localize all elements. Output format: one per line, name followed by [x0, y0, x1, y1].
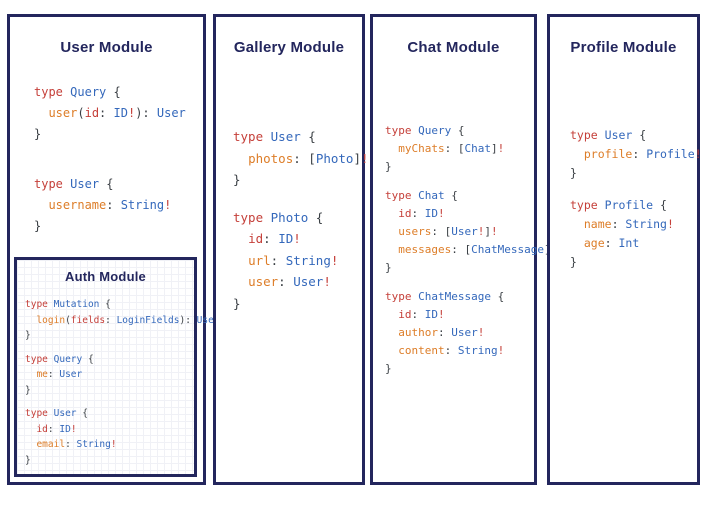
code-block: type Query { myChats: [Chat]! }: [385, 124, 505, 173]
user-module-code: type Query { user(id: ID!): User } type U…: [10, 82, 203, 237]
gallery-module-panel: Gallery Module type User { photos: [Phot…: [213, 14, 369, 485]
auth-module-title: Auth Module: [65, 269, 146, 284]
code-block: type Query { me: User }: [25, 353, 94, 396]
code-block: type Mutation { login(fields: LoginField…: [25, 299, 220, 341]
profile-module-title: Profile Module: [570, 39, 677, 56]
chat-module-panel: Chat Module type Query { myChats: [Chat]…: [370, 14, 557, 485]
code-block: type Query { user(id: ID!): User }: [34, 85, 186, 141]
code-block: type Photo { id: ID! url: String! user: …: [233, 209, 339, 311]
code-block: type Chat { id: ID! users: [User!]! mess…: [385, 189, 557, 274]
user-module-title: User Module: [60, 39, 153, 56]
user-module-panel: User Module type Query { user(id: ID!): …: [7, 14, 220, 485]
gallery-module-code: type User { photos: [Photo]! } type Photo…: [216, 126, 369, 314]
gallery-module-title: Gallery Module: [233, 39, 345, 56]
chat-module-title: Chat Module: [407, 39, 500, 56]
code-block: type User { username: String! }: [34, 177, 172, 233]
code-block: type User { photos: [Photo]! }: [233, 129, 369, 187]
auth-module-panel: Auth Module type Mutation { login(fields…: [14, 257, 220, 477]
code-block: type Profile { name: String! age: Int }: [570, 198, 674, 269]
auth-module-code: type Mutation { login(fields: LoginField…: [17, 297, 220, 468]
code-block: type User { profile: Profile! }: [570, 128, 702, 180]
chat-module-code: type Query { myChats: [Chat]! } type Chat…: [373, 122, 557, 378]
profile-module-panel: Profile Module type User { profile: Prof…: [547, 14, 702, 485]
profile-module-code: type User { profile: Profile! } type Prof…: [550, 126, 702, 272]
code-block: type User { id: ID! email: String! }: [25, 408, 117, 466]
code-block: type ChatMessage { id: ID! author: User!…: [385, 290, 505, 375]
